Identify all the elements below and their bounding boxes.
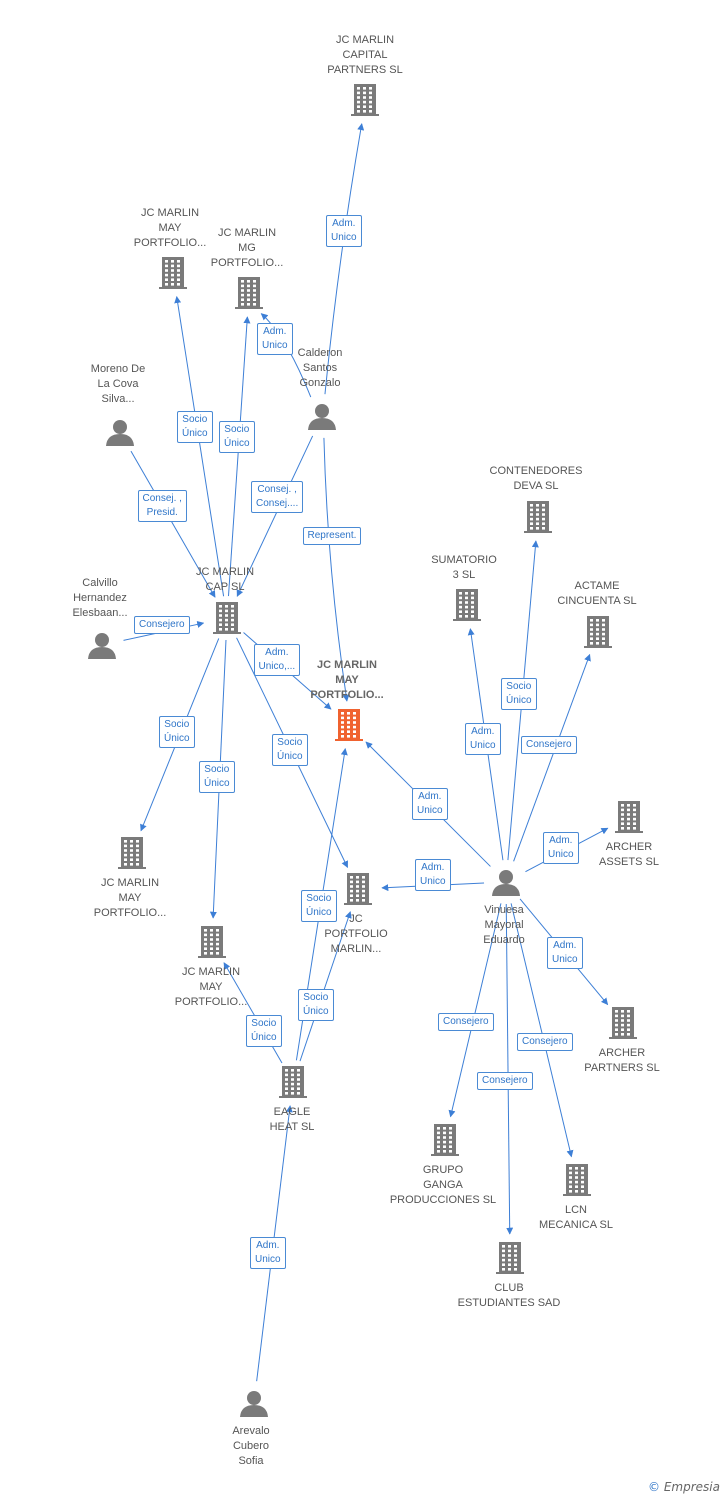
- person-name[interactable]: Arevalo Cubero Sofia: [232, 1425, 270, 1467]
- building-icon[interactable]: [344, 873, 372, 905]
- company-name[interactable]: CLUB ESTUDIANTES SAD: [457, 1282, 561, 1309]
- edge-line: [130, 450, 216, 598]
- edge-line: [223, 962, 283, 1064]
- edge-line: [227, 316, 251, 597]
- edge-label[interactable]: Adm. Unico,...: [253, 644, 301, 676]
- copyright-symbol: ©: [648, 1480, 661, 1494]
- edge-label[interactable]: Adm. Unico: [412, 788, 448, 820]
- person-icon[interactable]: [240, 1391, 268, 1417]
- edge-label[interactable]: Socio Único: [246, 1015, 282, 1047]
- edge-label[interactable]: Adm. Unico: [465, 723, 501, 755]
- footer: © Empresia: [648, 1480, 720, 1494]
- building-icon[interactable]: [235, 277, 263, 309]
- building-icon[interactable]: [335, 709, 363, 741]
- person-icon[interactable]: [106, 420, 134, 446]
- edge-label[interactable]: Socio Único: [199, 761, 235, 793]
- edge-label[interactable]: Adm. Unico: [250, 1237, 286, 1269]
- person-icon[interactable]: [88, 633, 116, 659]
- edge-label[interactable]: Consejero: [521, 736, 577, 754]
- company-name[interactable]: GRUPO GANGA PRODUCCIONES SL: [389, 1164, 497, 1206]
- edge-label[interactable]: Adm. Unico: [257, 323, 293, 355]
- company-name[interactable]: LCN MECANICA SL: [539, 1204, 613, 1231]
- edge-label[interactable]: Adm. Unico: [326, 215, 362, 247]
- edge-label[interactable]: Socio Único: [301, 890, 337, 922]
- edge-label[interactable]: Represent.: [302, 527, 362, 545]
- company-name[interactable]: ARCHER ASSETS SL: [599, 841, 659, 868]
- person-name[interactable]: Calderon Santos Gonzalo: [297, 347, 343, 389]
- edge-line: [324, 123, 365, 395]
- edge-label[interactable]: Consejero: [517, 1033, 573, 1051]
- edge-label[interactable]: Adm. Unico: [415, 859, 451, 891]
- edge-line: [510, 903, 574, 1158]
- building-icon[interactable]: [609, 1007, 637, 1039]
- edge-line: [323, 437, 350, 702]
- edge-label[interactable]: Consejero: [477, 1072, 533, 1090]
- edge-label[interactable]: Socio Único: [501, 678, 537, 710]
- person-name[interactable]: Moreno De La Cova Silva...: [90, 363, 146, 405]
- company-name[interactable]: JC MARLIN MG PORTFOLIO...: [210, 227, 284, 269]
- building-icon[interactable]: [563, 1164, 591, 1196]
- edge-line: [236, 435, 314, 597]
- edge-line: [448, 903, 502, 1118]
- building-icon[interactable]: [584, 616, 612, 648]
- building-icon[interactable]: [118, 837, 146, 869]
- company-name[interactable]: JC MARLIN CAPITAL PARTNERS SL: [327, 34, 403, 76]
- company-name[interactable]: EAGLE HEAT SL: [269, 1106, 315, 1133]
- person-icon[interactable]: [308, 404, 336, 430]
- edge-line: [513, 653, 591, 862]
- company-name[interactable]: JC MARLIN MAY PORTFOLIO...: [310, 659, 384, 701]
- building-icon[interactable]: [198, 926, 226, 958]
- edge-label[interactable]: Socio Único: [219, 421, 255, 453]
- building-icon[interactable]: [351, 84, 379, 116]
- edge-line: [174, 296, 225, 597]
- edge-label[interactable]: Socio Único: [159, 716, 195, 748]
- building-icon[interactable]: [159, 257, 187, 289]
- company-name[interactable]: JC PORTFOLIO MARLIN...: [324, 913, 388, 955]
- building-icon[interactable]: [213, 602, 241, 634]
- person-name[interactable]: Vinuesa Mayoral Eduardo: [483, 904, 525, 946]
- building-icon[interactable]: [496, 1242, 524, 1274]
- building-icon[interactable]: [524, 501, 552, 533]
- company-name[interactable]: JC MARLIN MAY PORTFOLIO...: [133, 207, 207, 249]
- edge-label[interactable]: Consej. , Consej....: [251, 481, 304, 513]
- building-icon[interactable]: [431, 1124, 459, 1156]
- brand-logo[interactable]: Empresia: [663, 1480, 720, 1494]
- edge-line: [299, 911, 352, 1062]
- company-name[interactable]: CONTENEDORES DEVA SL: [489, 465, 583, 492]
- company-name[interactable]: JC MARLIN MAY PORTFOLIO...: [93, 877, 167, 919]
- edge-label[interactable]: Consejero: [134, 616, 190, 634]
- company-name[interactable]: JC MARLIN MAY PORTFOLIO...: [174, 966, 248, 1008]
- company-name[interactable]: ACTAME CINCUENTA SL: [557, 580, 637, 607]
- edge-label[interactable]: Socio Único: [298, 989, 334, 1021]
- edge-label[interactable]: Socio Único: [272, 734, 308, 766]
- person-name[interactable]: Calvillo Hernandez Elesbaan...: [72, 577, 128, 619]
- edge-label[interactable]: Consejero: [438, 1013, 494, 1031]
- edge-label[interactable]: Socio Único: [177, 411, 213, 443]
- company-name[interactable]: JC MARLIN CAP SL: [195, 566, 255, 593]
- edge-line: [505, 903, 514, 1235]
- building-icon[interactable]: [615, 801, 643, 833]
- building-icon[interactable]: [279, 1066, 307, 1098]
- nodes-layer: [88, 84, 643, 1417]
- edge-label[interactable]: Consej. , Presid.: [137, 490, 187, 522]
- edge-label[interactable]: Adm. Unico: [543, 832, 579, 864]
- company-name[interactable]: SUMATORIO 3 SL: [431, 554, 497, 581]
- person-icon[interactable]: [492, 870, 520, 896]
- edge-label[interactable]: Adm. Unico: [547, 937, 583, 969]
- building-icon[interactable]: [453, 589, 481, 621]
- company-name[interactable]: ARCHER PARTNERS SL: [584, 1047, 660, 1074]
